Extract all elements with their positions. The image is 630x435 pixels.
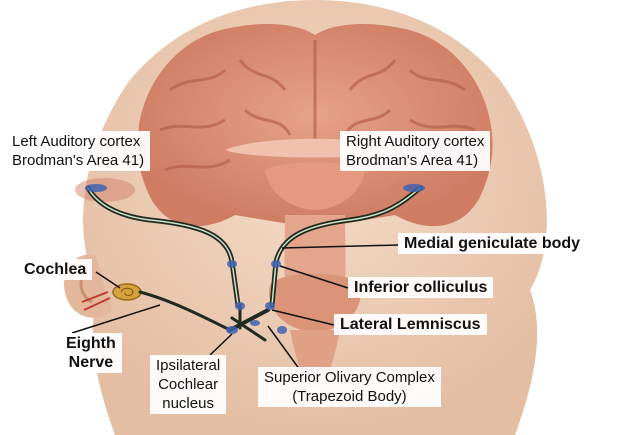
right-lateral-lemniscus (265, 302, 275, 310)
left-lateral-lemniscus (235, 302, 245, 310)
left-medial-geniculate (227, 260, 237, 268)
right-medial-geniculate (271, 260, 281, 268)
label-medial-geniculate-body: Medial geniculate body (398, 233, 586, 254)
label-superior-olivary-complex: Superior Olivary Complex (Trapezoid Body… (258, 367, 441, 407)
olivary-nucleus-right (277, 326, 287, 334)
olivary-nucleus-left (250, 320, 260, 326)
label-lateral-lemniscus: Lateral Lemniscus (334, 314, 487, 335)
label-cochlea: Cochlea (18, 259, 92, 280)
right-cortex-nucleus (403, 184, 425, 192)
label-ipsilateral-cochlear-nucleus: Ipsilateral Cochlear nucleus (150, 355, 226, 414)
label-inferior-colliculus: Inferior colliculus (348, 277, 493, 298)
left-cortex-nucleus (85, 184, 107, 192)
cochlear-nucleus (226, 326, 238, 334)
label-right-auditory-cortex: Right Auditory cortex Brodman's Area 41) (340, 131, 490, 171)
label-eighth-nerve: Eighth Nerve (60, 333, 122, 373)
label-left-auditory-cortex: Left Auditory cortex Brodman's Area 41) (6, 131, 150, 171)
